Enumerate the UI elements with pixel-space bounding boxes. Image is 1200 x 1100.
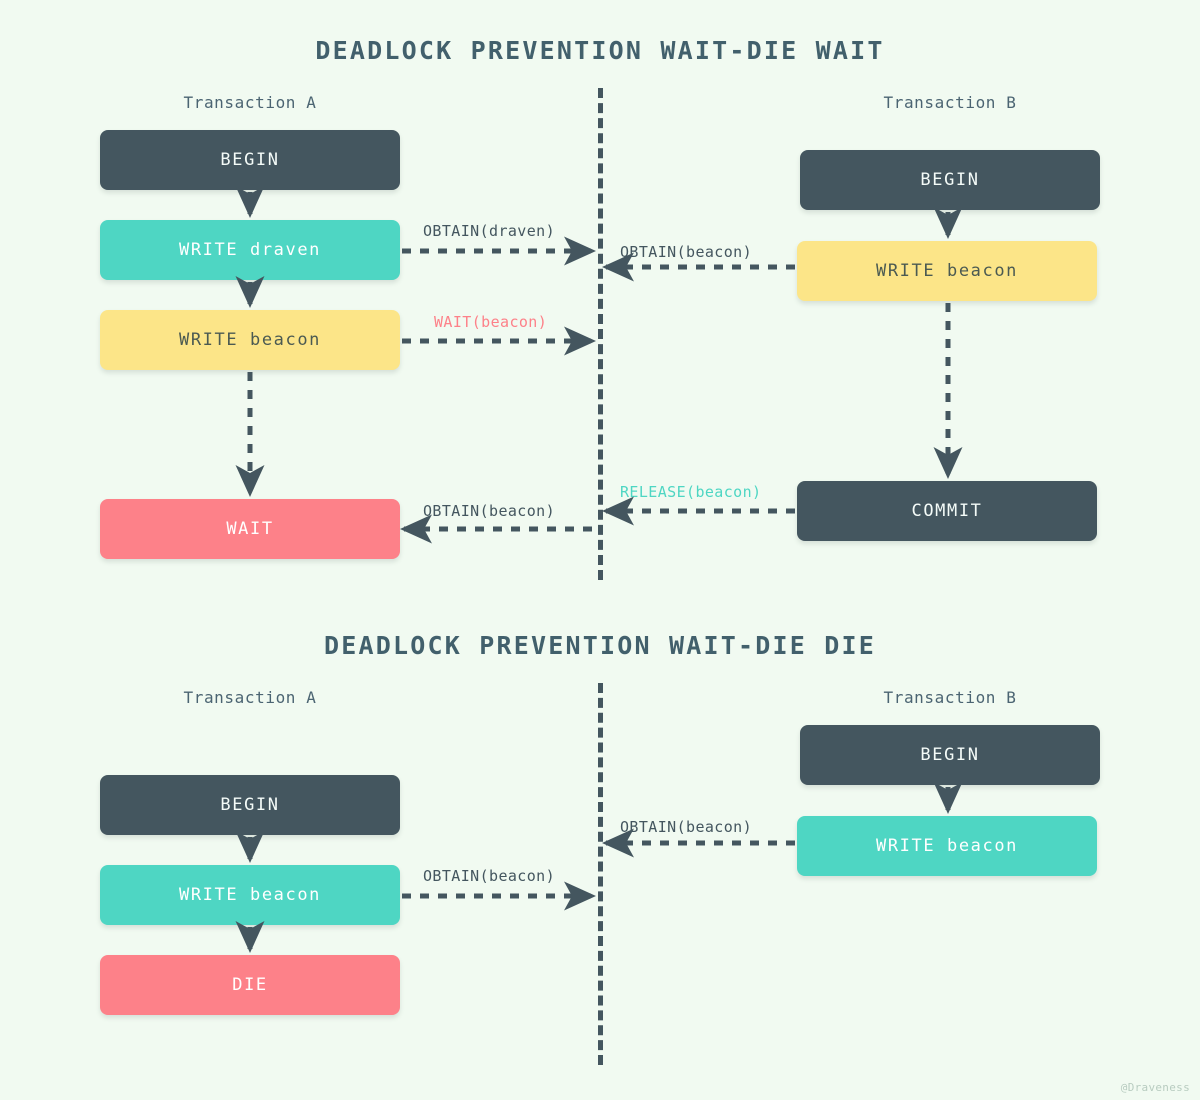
swimlane-divider-wait — [598, 88, 603, 580]
node-write-beacon-b-wait[interactable]: WRITE beacon — [797, 241, 1097, 301]
message-label-release-beacon: RELEASE(beacon) — [620, 483, 762, 501]
node-die-a-die[interactable]: DIE — [100, 955, 400, 1015]
node-label: WRITE beacon — [875, 261, 1019, 281]
node-begin-a-die[interactable]: BEGIN — [100, 775, 400, 835]
node-label: COMMIT — [911, 501, 983, 521]
node-label: BEGIN — [220, 150, 280, 170]
node-commit-b-wait[interactable]: COMMIT — [797, 481, 1097, 541]
column-title-transaction-a-die: Transaction A — [183, 688, 317, 707]
message-label-obtain-draven: OBTAIN(draven) — [423, 222, 556, 240]
column-title-transaction-b-die: Transaction B — [883, 688, 1017, 707]
node-label: WRITE beacon — [178, 885, 322, 905]
message-label-wait-beacon: WAIT(beacon) — [434, 313, 548, 331]
message-label-obtain-beacon-a-wait: OBTAIN(beacon) — [423, 502, 556, 520]
node-label: DIE — [232, 975, 268, 995]
node-label: BEGIN — [920, 170, 980, 190]
node-begin-a-wait[interactable]: BEGIN — [100, 130, 400, 190]
message-label-obtain-beacon-a-die: OBTAIN(beacon) — [423, 867, 556, 885]
node-wait-a-wait[interactable]: WAIT — [100, 499, 400, 559]
column-title-transaction-a-wait: Transaction A — [183, 93, 317, 112]
node-label: WAIT — [226, 519, 274, 539]
message-label-obtain-beacon-b-wait: OBTAIN(beacon) — [620, 243, 753, 261]
node-write-beacon-a-die[interactable]: WRITE beacon — [100, 865, 400, 925]
node-label: BEGIN — [920, 745, 980, 765]
node-write-beacon-a-wait[interactable]: WRITE beacon — [100, 310, 400, 370]
node-begin-b-die[interactable]: BEGIN — [800, 725, 1100, 785]
watermark: @Draveness — [1120, 1081, 1190, 1094]
node-label: WRITE beacon — [875, 836, 1019, 856]
node-label: WRITE beacon — [178, 330, 322, 350]
diagram-title-wait: DEADLOCK PREVENTION WAIT-DIE WAIT — [315, 36, 885, 65]
message-label-obtain-beacon-b-die: OBTAIN(beacon) — [620, 818, 753, 836]
diagram-title-die: DEADLOCK PREVENTION WAIT-DIE DIE — [323, 631, 877, 660]
node-label: BEGIN — [220, 795, 280, 815]
column-title-transaction-b-wait: Transaction B — [883, 93, 1017, 112]
node-label: WRITE draven — [178, 240, 322, 260]
swimlane-divider-die — [598, 683, 603, 1065]
node-write-draven-a-wait[interactable]: WRITE draven — [100, 220, 400, 280]
node-write-beacon-b-die[interactable]: WRITE beacon — [797, 816, 1097, 876]
node-begin-b-wait[interactable]: BEGIN — [800, 150, 1100, 210]
